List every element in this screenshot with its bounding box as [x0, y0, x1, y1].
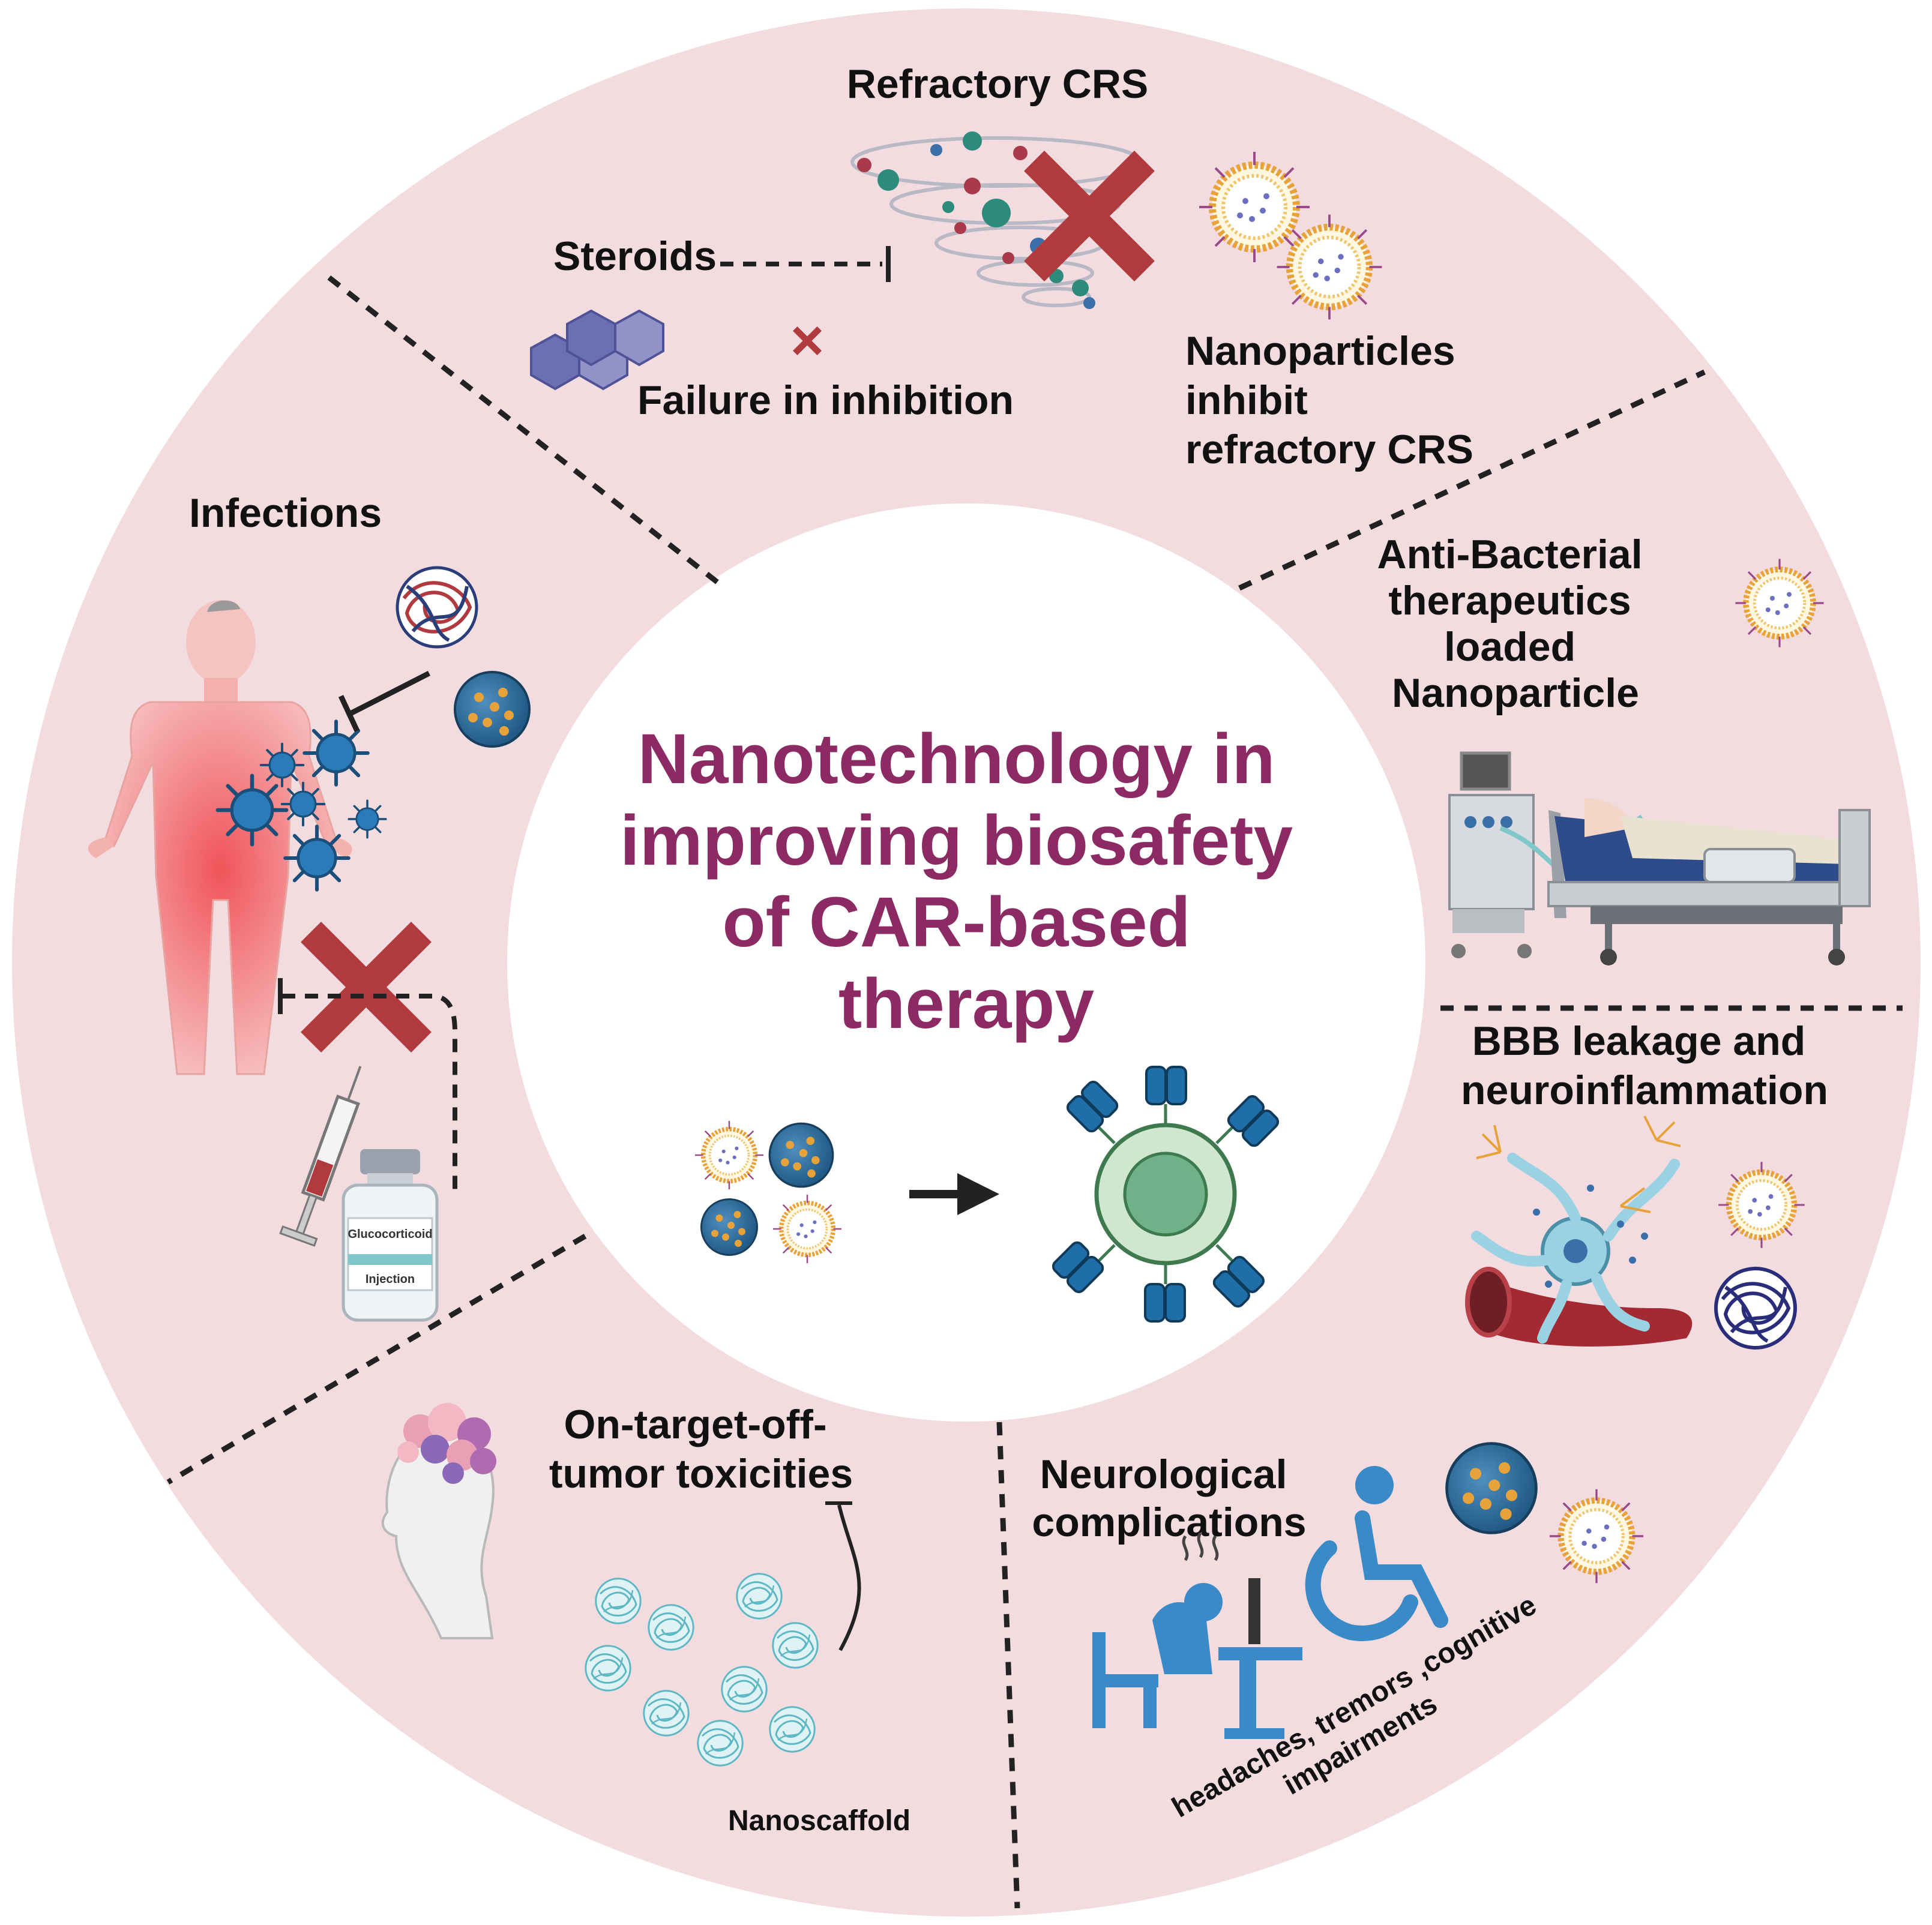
on-target-label: On-target-off- tumor toxicities [549, 1402, 853, 1497]
center-title: Nanotechnology in improving biosafety of… [620, 719, 1313, 1044]
liposome-icon [1550, 1489, 1643, 1583]
anti-bacterial-label: Anti-Bacterial therapeutics loaded Nanop… [1377, 532, 1654, 716]
infections-heading: Infections [189, 490, 382, 536]
human-body-icon [88, 600, 352, 1075]
car-t-cell-icon [1051, 1066, 1280, 1323]
wheelchair-icon [1305, 1466, 1448, 1641]
failure-label: Failure in inhibition [637, 377, 1014, 423]
polymer-nanoparticle-icon [396, 566, 478, 649]
liposome-icon [1735, 559, 1823, 647]
headache-person-icon [1092, 1532, 1302, 1739]
liposome-icon [1718, 1162, 1805, 1248]
polymer-nanoparticle-icon [1447, 1444, 1536, 1533]
nanoscaffold-label: Nanoscaffold [728, 1805, 910, 1837]
bbb-label: BBB leakage and neuroinflammation [1461, 1018, 1828, 1113]
syringe-icon [279, 1066, 362, 1247]
inhibition-line [825, 1501, 861, 1651]
np-crs-label: Nanoparticles inhibit refractory CRS [1185, 328, 1473, 472]
glucocorticoid-vial-icon: Glucocorticoid Injection [342, 1149, 439, 1322]
svg-text:Glucocorticoid: Glucocorticoid [348, 1228, 432, 1241]
ventilator-icon [1448, 751, 1651, 958]
inner-circle [507, 503, 1425, 1422]
hospital-bed-icon [1547, 798, 1871, 966]
steroids-label: Steroids [553, 233, 717, 279]
neuron-icon [1471, 1116, 1681, 1344]
section-dividers [166, 274, 1903, 1909]
polymer-nanoparticle-icon [1714, 1267, 1797, 1350]
steroid-molecule-icon [530, 309, 664, 391]
inhibition-line [278, 978, 457, 1197]
crs-heading: Refractory CRS [847, 61, 1149, 107]
neuro-label: Neurological complications [1032, 1452, 1306, 1545]
arrow-icon [909, 1173, 999, 1215]
svg-text:Injection: Injection [366, 1273, 415, 1286]
head-tumor-icon [381, 1403, 496, 1639]
inhibition-line [720, 246, 891, 282]
polymer-nanoparticle-icon [454, 671, 531, 748]
inhibition-line [338, 670, 431, 732]
